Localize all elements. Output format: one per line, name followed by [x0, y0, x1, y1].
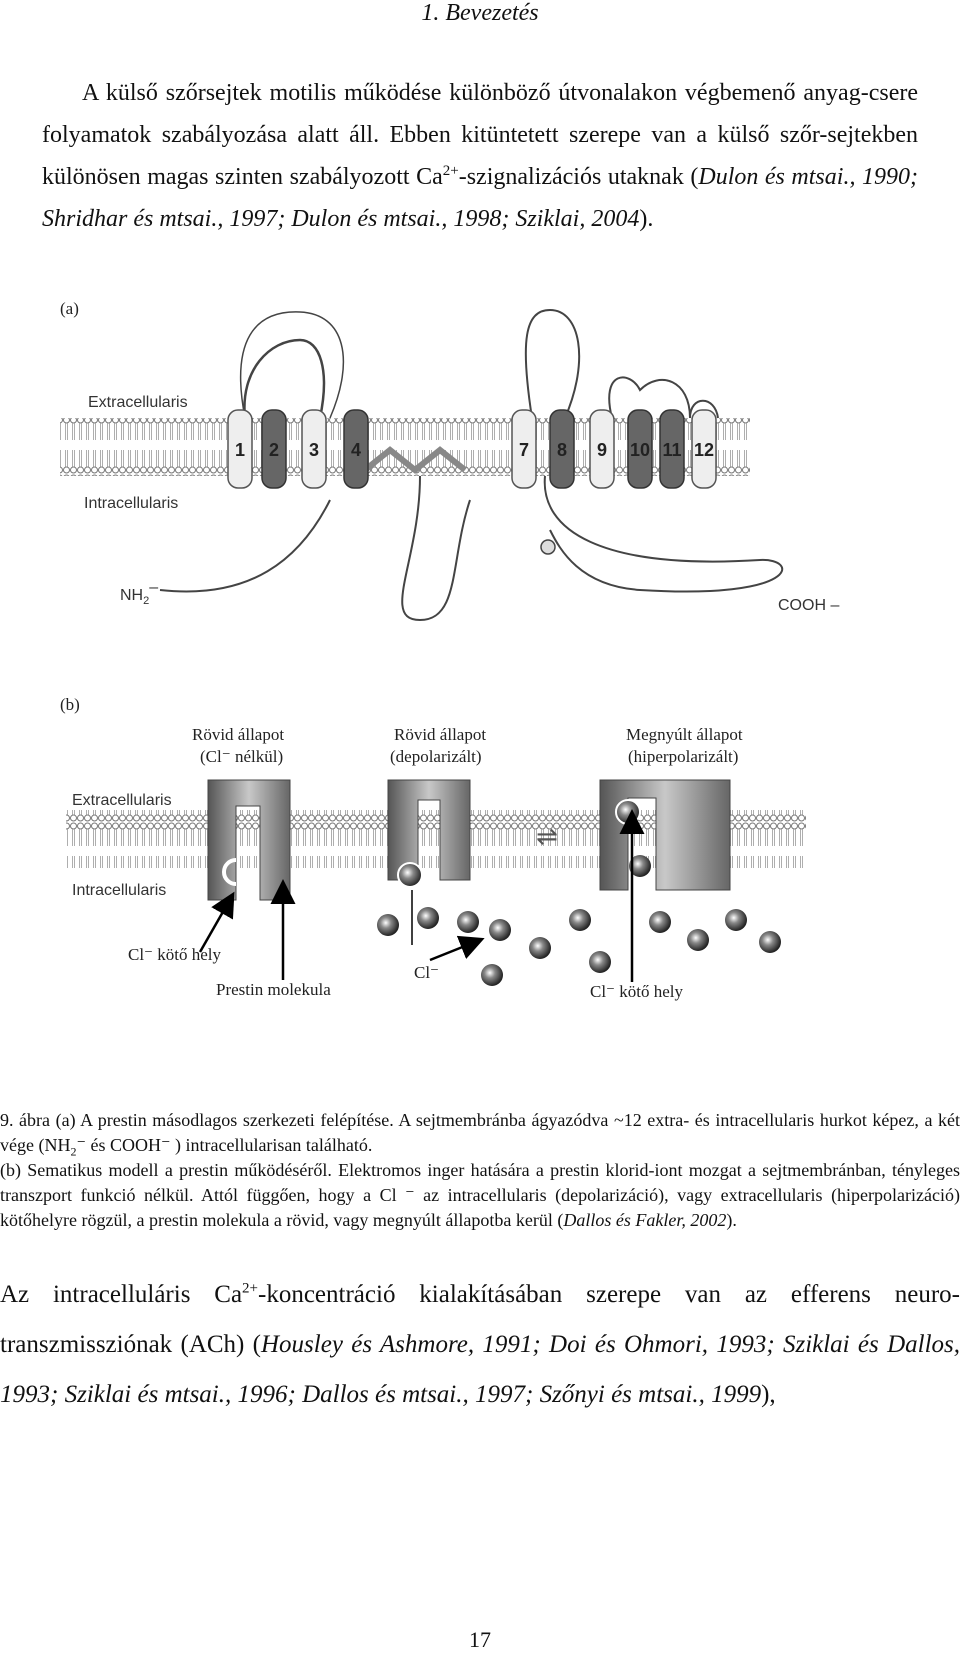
arrow [198, 891, 235, 953]
helix-number: 8 [557, 440, 567, 460]
ion-group [377, 855, 781, 986]
binding-site-state1 [222, 858, 237, 886]
chloride-ion [377, 914, 399, 936]
helix-number: 1 [235, 440, 245, 460]
superscript: 2+ [442, 163, 459, 179]
helix-number: 4 [351, 440, 361, 460]
state1-subtitle: (Cl⁻ nélkül) [200, 747, 283, 766]
state3-subtitle: (hiperpolarizált) [628, 747, 738, 766]
helix-number: 2 [269, 440, 279, 460]
paragraph-1-text: A külső szőrsejtek motilis működése külö… [42, 80, 918, 190]
state3-title: Megnyúlt állapot [626, 725, 743, 744]
superscript: 2+ [242, 1280, 259, 1297]
intracellular-label-a: Intracellularis [84, 495, 178, 512]
helix-number: 11 [662, 440, 681, 460]
helix [511, 409, 537, 489]
chloride-ion [569, 909, 591, 931]
chloride-ion [589, 951, 611, 973]
paragraph-2-text: Az intracelluláris Ca [0, 1281, 243, 1308]
chloride-ion [397, 862, 423, 888]
paragraph-1-text: -szignalizációs utaknak ( [458, 164, 699, 190]
cooh-tail [543, 475, 784, 593]
citation: Dulon és mtsai., 1990; Shridhar és mtsai… [42, 164, 918, 232]
helix-number: 9 [597, 440, 607, 460]
chloride-ion [489, 919, 511, 941]
loop [243, 338, 326, 419]
helix [691, 409, 717, 489]
chloride-ion [457, 911, 479, 933]
chloride-ion [649, 911, 671, 933]
amphipathic-segment [363, 446, 467, 474]
caption-text: (b) Sematikus modell a prestin működésér… [0, 1160, 960, 1230]
state1-title: Rövid állapot [192, 725, 284, 744]
paragraph-2: Az intracelluláris Ca2+-koncentráció kia… [0, 1270, 960, 1420]
helix [343, 409, 369, 489]
chloride-ion [417, 907, 439, 929]
loop [608, 376, 691, 419]
page-number: 17 [469, 1627, 491, 1652]
helix [261, 409, 287, 489]
paragraph-2-text: ), [761, 1381, 776, 1408]
arrow [429, 935, 485, 962]
chloride-ion [725, 909, 747, 931]
subscript: 2 [70, 1144, 77, 1159]
page-header: 1. Bevezetés [421, 0, 539, 26]
extracellular-label-b: Extracellularis [72, 792, 172, 809]
helix-number: 7 [519, 440, 529, 460]
panel-a-label: (a) [60, 300, 79, 318]
helix [301, 409, 327, 489]
state2-title: Rövid állapot [394, 725, 486, 744]
cooh-label: COOH – [778, 597, 839, 614]
citation: Housley és Ashmore, 1991; Doi és Ohmori,… [0, 1331, 960, 1408]
chloride-ion [529, 937, 551, 959]
loop [401, 475, 471, 622]
loop-bead [540, 539, 556, 555]
state2-subtitle: (depolarizált) [390, 747, 482, 766]
figure-caption: 9. ábra (a) A prestin másodlagos szerkez… [0, 1108, 960, 1233]
loop [524, 308, 581, 419]
extracellular-label-a: Extracellularis [88, 394, 188, 411]
helix-number: 10 [630, 440, 650, 460]
binding-site-label: Cl⁻ kötő hely [128, 945, 222, 964]
chloride-ion [481, 964, 503, 986]
chloride-ion [615, 799, 641, 825]
helix-group [227, 409, 717, 489]
helix-number: 12 [694, 440, 714, 460]
prestin-molecule-label: Prestin molekula [216, 980, 331, 999]
caption-text: ). [726, 1210, 737, 1230]
helix [227, 409, 253, 489]
citation: Dallos és Fakler, 2002 [563, 1210, 727, 1230]
caption-text: ⁻ és COOH⁻ ) intracellularisan található… [76, 1135, 373, 1155]
nh2-tail [159, 499, 331, 593]
caption-part-b: (b) Sematikus modell a prestin működésér… [0, 1158, 960, 1233]
paragraph-1: A külső szőrsejtek motilis működése külö… [42, 72, 918, 240]
helix [589, 409, 615, 489]
chloride-ion [687, 929, 709, 951]
nh2-label: NH2– [120, 579, 158, 607]
loop [689, 399, 719, 419]
loop [240, 311, 345, 419]
equilibrium-arrows: ⇌ [536, 822, 558, 852]
chloride-label: Cl⁻ [414, 963, 439, 982]
intracellular-label-b: Intracellularis [72, 882, 166, 899]
panel-b-label: (b) [60, 695, 80, 714]
helix-number: 3 [309, 440, 319, 460]
paragraph-2-text: -koncentráció kialakításában szerepe van… [0, 1281, 960, 1358]
caption-part-a: 9. ábra (a) A prestin másodlagos szerkez… [0, 1108, 960, 1158]
helix [659, 409, 685, 489]
paragraph-1-text: ). [639, 206, 654, 232]
helix [549, 409, 575, 489]
binding-site-label-2: Cl⁻ kötő hely [590, 982, 684, 1001]
caption-text: 9. ábra (a) A prestin másodlagos szerkez… [0, 1110, 960, 1155]
chloride-ion [759, 931, 781, 953]
helix [627, 409, 653, 489]
chloride-ion [629, 855, 651, 877]
prestin-state3 [599, 779, 731, 891]
